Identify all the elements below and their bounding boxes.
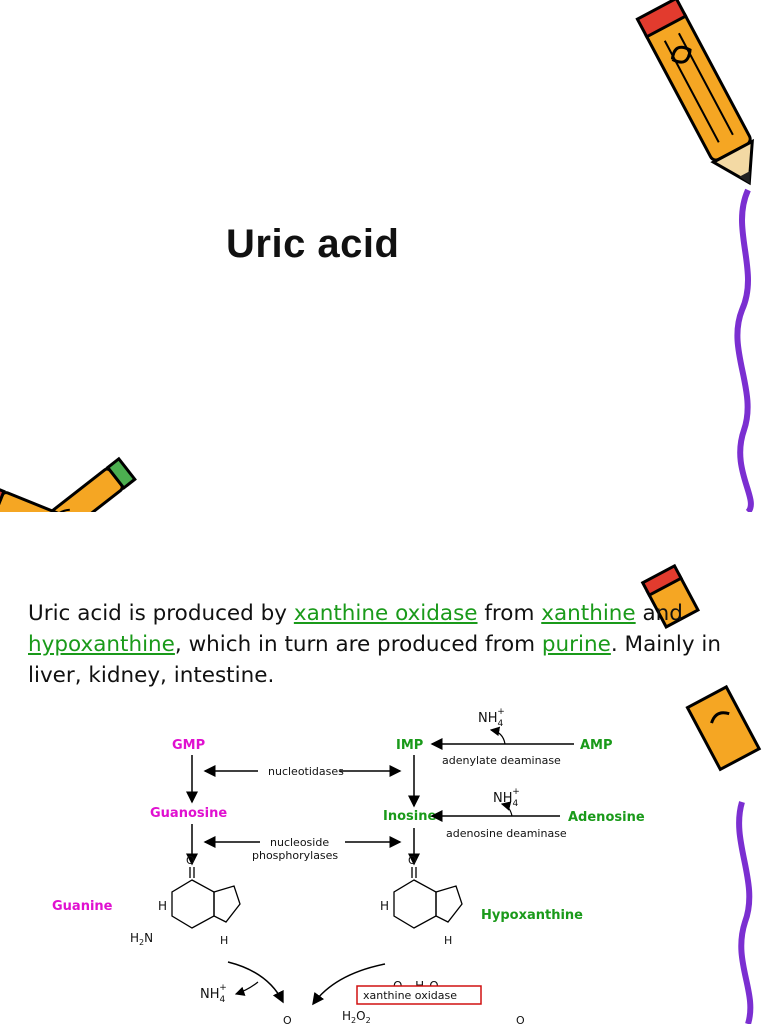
link-xanthine-oxidase[interactable]: xanthine oxidase <box>293 601 478 626</box>
label-h2o2: H2O2 <box>342 1009 371 1024</box>
text-segment: , which in turn are produced from <box>174 632 542 657</box>
pencil-clipart-icon <box>640 563 762 1024</box>
label-adenosine: Adenosine <box>568 810 645 825</box>
label-adenosine-deaminase: adenosine deaminase <box>446 827 567 840</box>
text-segment: Uric acid is produced by <box>28 601 294 626</box>
atom-o-guanine: O <box>186 854 195 867</box>
label-guanine: Guanine <box>52 899 113 914</box>
arrow-hypoxanthine-xanthine <box>312 963 386 1006</box>
label-gmp: GMP <box>172 738 205 753</box>
label-hypoxanthine: Hypoxanthine <box>481 908 583 923</box>
label-imp: IMP <box>396 738 423 753</box>
slide-title-text: Uric acid <box>226 222 400 266</box>
arrow-guanine-xanthine <box>227 961 284 1004</box>
label-xanthine-oxidase: xanthine oxidase <box>363 989 457 1002</box>
slide-title: Uric acid <box>0 0 754 512</box>
label-nucleoside: nucleoside <box>270 836 329 849</box>
link-purine[interactable]: purine <box>541 632 611 657</box>
label-adenylate-deaminase: adenylate deaminase <box>442 754 561 767</box>
hypoxanthine-structure <box>393 867 463 929</box>
atom-h-hypoxanthine: H <box>380 899 389 913</box>
label-phosphorylases: phosphorylases <box>252 849 338 862</box>
purine-degradation-diagram: GMP IMP AMP Guanosine Inosine Adenosine … <box>52 707 645 1024</box>
atom-h-guanine: H <box>158 899 167 913</box>
label-amp: AMP <box>580 738 613 753</box>
atom-o-partial-right: O <box>516 1014 525 1024</box>
label-guanosine: Guanosine <box>150 806 227 821</box>
atom-h-hypoxanthine-bottom: H <box>444 934 452 947</box>
text-segment: . Mainly in liver, kidney, intestine. <box>28 632 721 688</box>
slide-content: Uric acid is produced by xanthine oxidas… <box>0 512 768 1024</box>
text-segment: and <box>635 601 683 626</box>
text-segment: from <box>477 601 542 626</box>
atom-h2n-guanine: H2N <box>130 931 153 947</box>
label-nh4-bottom: NH4+ <box>200 983 227 1005</box>
arrow-nh4-release-bottom <box>234 981 259 996</box>
link-hypoxanthine[interactable]: hypoxanthine <box>28 632 175 657</box>
atom-h-guanine-bottom: H <box>220 934 228 947</box>
arrow-nh4-release-top <box>489 726 506 745</box>
guanine-structure <box>171 867 241 929</box>
atom-o-hypoxanthine: O <box>408 854 417 867</box>
link-xanthine[interactable]: xanthine <box>541 601 636 626</box>
label-nh4-top: NH4+ <box>478 707 505 729</box>
atom-o-partial-left: O <box>283 1014 292 1024</box>
label-inosine: Inosine <box>383 809 436 824</box>
xanthine-oxidase-box <box>356 985 482 1005</box>
label-nucleotidases: nucleotidases <box>268 765 344 778</box>
pencil-clipart-icon <box>0 0 754 512</box>
intro-paragraph: Uric acid is produced by xanthine oxidas… <box>28 598 748 691</box>
arrow-nh4-release-mid <box>500 801 513 817</box>
